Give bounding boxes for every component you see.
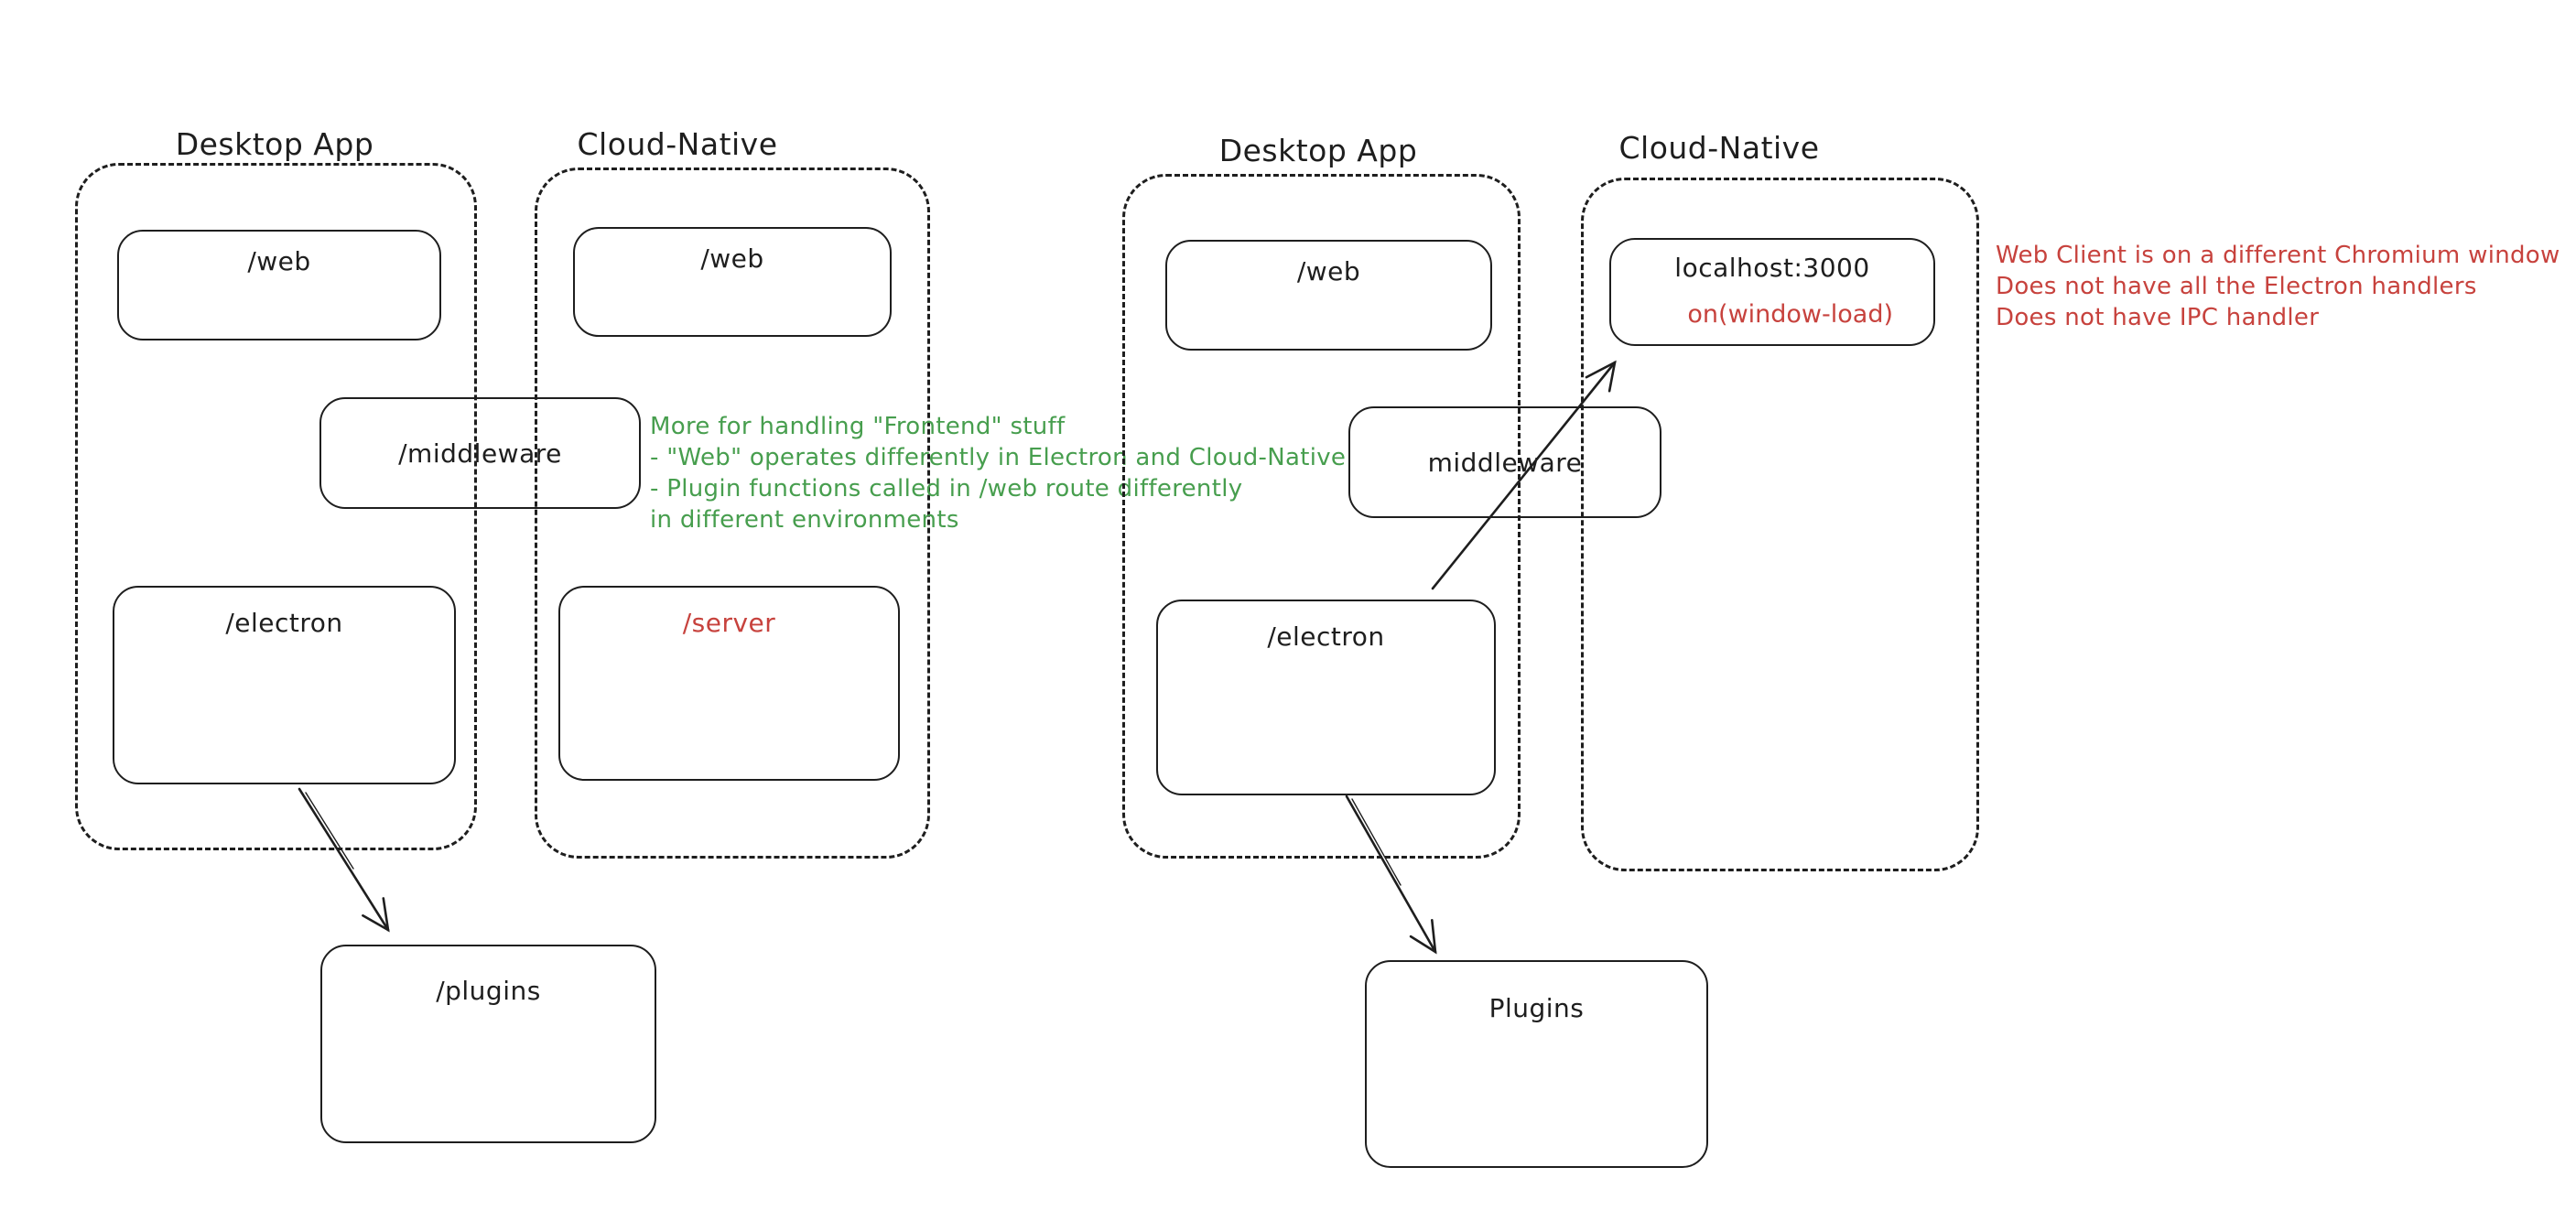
red-note-line: Does not have all the Electron handlers: [1996, 273, 2477, 300]
left-cloud-container: [535, 168, 930, 859]
left-server-label: /server: [682, 608, 776, 638]
green-note-line: - Plugin functions called in /web route …: [650, 475, 1243, 503]
left-cloud-web-label: /web: [700, 243, 764, 274]
left-desktop-web-label: /web: [247, 246, 311, 276]
right-middleware-box: middleware: [1348, 406, 1661, 518]
green-note: More for handling "Frontend" stuff - "We…: [650, 411, 1346, 535]
right-desktop-title: Desktop App: [1218, 133, 1418, 168]
left-plugins-box: /plugins: [320, 945, 656, 1143]
left-electron-box: /electron: [113, 586, 456, 784]
right-middleware-label: middleware: [1427, 447, 1583, 478]
right-window-load-label: on(window-load): [1687, 300, 1893, 329]
red-note-line: Does not have IPC handler: [1996, 304, 2320, 331]
right-electron-label: /electron: [1267, 621, 1385, 652]
left-desktop-web-box: /web: [117, 230, 441, 340]
left-desktop-container: [75, 163, 477, 850]
green-note-line: in different environments: [650, 506, 959, 534]
right-desktop-web-label: /web: [1296, 256, 1361, 286]
right-plugins-box: Plugins: [1365, 960, 1708, 1168]
green-note-line: More for handling "Frontend" stuff: [650, 413, 1066, 440]
left-server-box: /server: [558, 586, 900, 781]
green-note-line: - "Web" operates differently in Electron…: [650, 444, 1347, 471]
right-localhost-box: localhost:3000 on(window-load): [1609, 238, 1935, 346]
right-electron-box: /electron: [1156, 600, 1496, 795]
red-note-line: Web Client is on a different Chromium wi…: [1996, 242, 2560, 269]
right-plugins-label: Plugins: [1488, 993, 1585, 1023]
left-plugins-label: /plugins: [436, 976, 541, 1006]
left-middleware-box: /middleware: [319, 397, 641, 509]
right-localhost-label: localhost:3000: [1674, 253, 1870, 283]
right-cloud-title: Cloud-Native: [1618, 130, 1820, 166]
right-desktop-web-box: /web: [1165, 240, 1492, 351]
left-cloud-web-box: /web: [573, 227, 892, 337]
red-note: Web Client is on a different Chromium wi…: [1996, 240, 2560, 333]
left-desktop-title: Desktop App: [175, 126, 374, 162]
left-middleware-label: /middleware: [398, 438, 562, 469]
left-electron-label: /electron: [225, 608, 343, 638]
left-cloud-title: Cloud-Native: [577, 126, 778, 162]
